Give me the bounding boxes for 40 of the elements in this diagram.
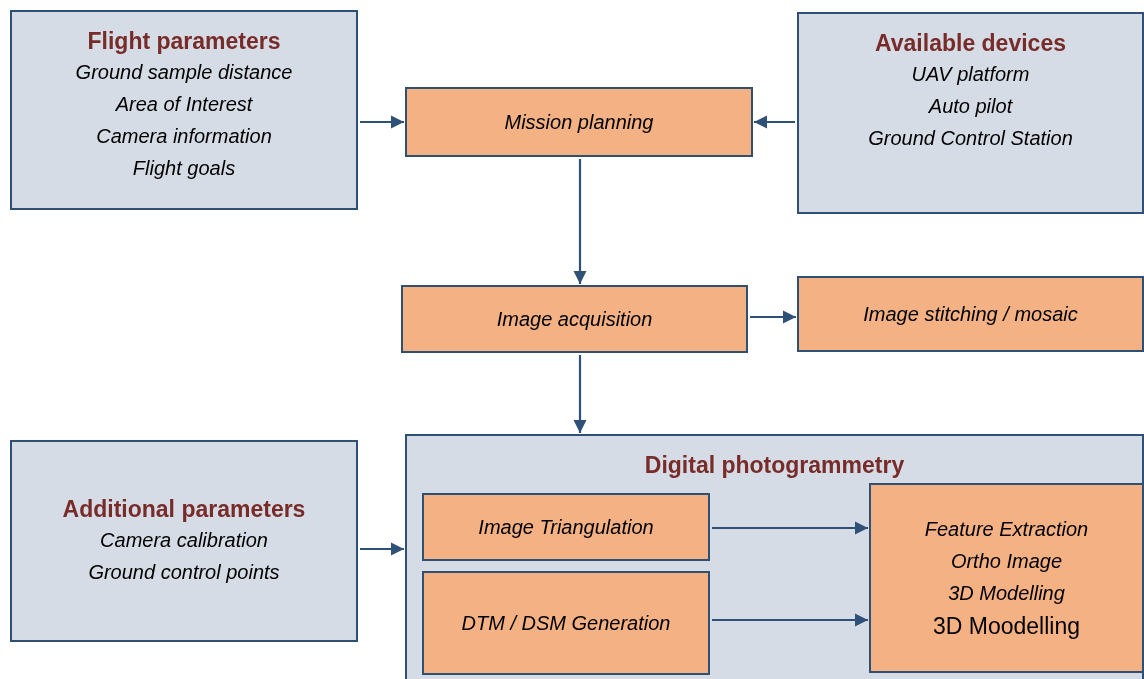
arrow bbox=[573, 159, 587, 284]
box-text: Auto pilot bbox=[928, 94, 1013, 119]
parameter-box bbox=[10, 440, 358, 642]
box-text: Ground Control Station bbox=[868, 126, 1073, 151]
box-text: DTM / DSM Generation bbox=[461, 611, 671, 636]
box-text: Flight goals bbox=[132, 156, 236, 181]
arrow bbox=[360, 542, 404, 556]
box-heading: Digital photogrammetry bbox=[644, 451, 905, 480]
box-heading: Flight parameters bbox=[87, 27, 281, 56]
process-box bbox=[869, 483, 1144, 673]
arrow bbox=[360, 115, 404, 129]
box-text: Image stitching / mosaic bbox=[863, 302, 1078, 327]
box-text: 3D Modelling bbox=[948, 581, 1065, 606]
box-text: Camera calibration bbox=[100, 528, 268, 553]
box-text: Ground sample distance bbox=[75, 60, 293, 85]
box-text: Ortho Image bbox=[950, 549, 1063, 574]
parameter-box bbox=[10, 10, 358, 210]
box-text: UAV platform bbox=[911, 62, 1030, 87]
box-heading: Additional parameters bbox=[62, 495, 306, 524]
process-box bbox=[797, 276, 1144, 352]
group-box bbox=[405, 434, 1144, 679]
box-text: Feature Extraction bbox=[924, 517, 1089, 542]
process-box bbox=[422, 571, 710, 675]
box-text: Image acquisition bbox=[496, 307, 653, 332]
box-text: 3D Moodelling bbox=[933, 612, 1080, 641]
arrow bbox=[750, 310, 796, 324]
box-text: Area of Interest bbox=[115, 92, 253, 117]
process-box bbox=[422, 493, 710, 561]
box-text: Mission planning bbox=[504, 110, 654, 135]
box-text: Image Triangulation bbox=[478, 515, 654, 540]
box-text: Ground control points bbox=[88, 560, 280, 585]
arrow bbox=[712, 613, 868, 627]
arrow bbox=[712, 521, 868, 535]
arrow bbox=[573, 355, 587, 433]
box-heading: Available devices bbox=[875, 29, 1066, 58]
parameter-box bbox=[797, 12, 1144, 214]
process-box bbox=[401, 285, 748, 353]
process-box bbox=[405, 87, 753, 157]
box-text: Camera information bbox=[96, 124, 272, 149]
arrow bbox=[754, 115, 795, 129]
